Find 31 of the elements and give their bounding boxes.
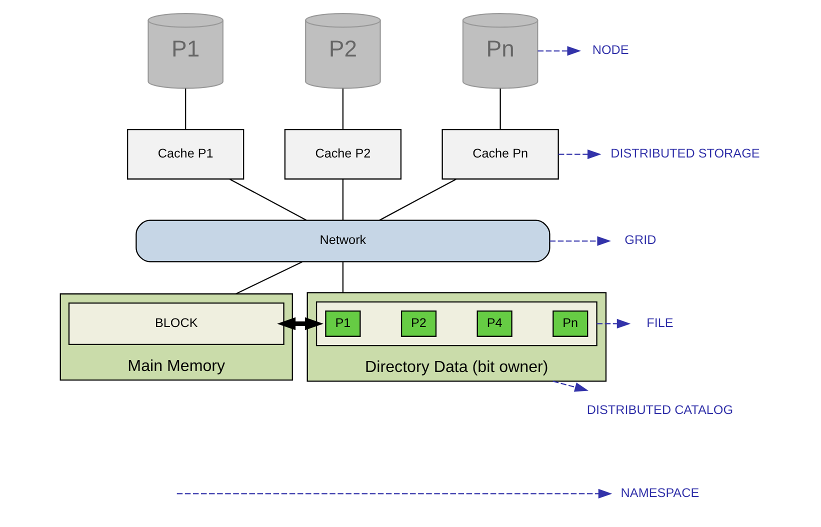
node-box: BLOCK xyxy=(68,302,284,344)
node-text: NODE xyxy=(592,42,628,57)
connector xyxy=(342,262,344,292)
node-box: Pn xyxy=(552,310,588,336)
node-box: Cache P2 xyxy=(284,128,402,180)
connector xyxy=(342,88,344,129)
connector xyxy=(229,178,306,220)
node-box: P4 xyxy=(476,310,512,336)
connector xyxy=(499,88,500,129)
node-box: Cache Pn xyxy=(441,128,558,180)
arrow xyxy=(596,318,630,328)
node-text: GRID xyxy=(624,232,656,247)
arrow xyxy=(549,236,611,246)
connector xyxy=(342,178,344,220)
connector xyxy=(184,88,186,129)
cluster xyxy=(315,300,597,346)
arrow xyxy=(276,316,323,330)
arrow xyxy=(537,46,581,56)
arrow xyxy=(552,380,588,392)
node-box: Network xyxy=(135,219,550,262)
node-text: DISTRIBUTED CATALOG xyxy=(586,402,733,417)
node-box: Cache P1 xyxy=(126,128,244,180)
node-text: FILE xyxy=(646,315,673,330)
arrow xyxy=(176,488,612,498)
node-box: P1 xyxy=(324,310,360,336)
connector xyxy=(378,178,456,220)
arrow xyxy=(558,148,601,159)
node-box: P2 xyxy=(400,310,436,336)
node-text: NAMESPACE xyxy=(620,485,699,500)
connector xyxy=(235,260,302,294)
node-text: DISTRIBUTED STORAGE xyxy=(610,146,760,160)
